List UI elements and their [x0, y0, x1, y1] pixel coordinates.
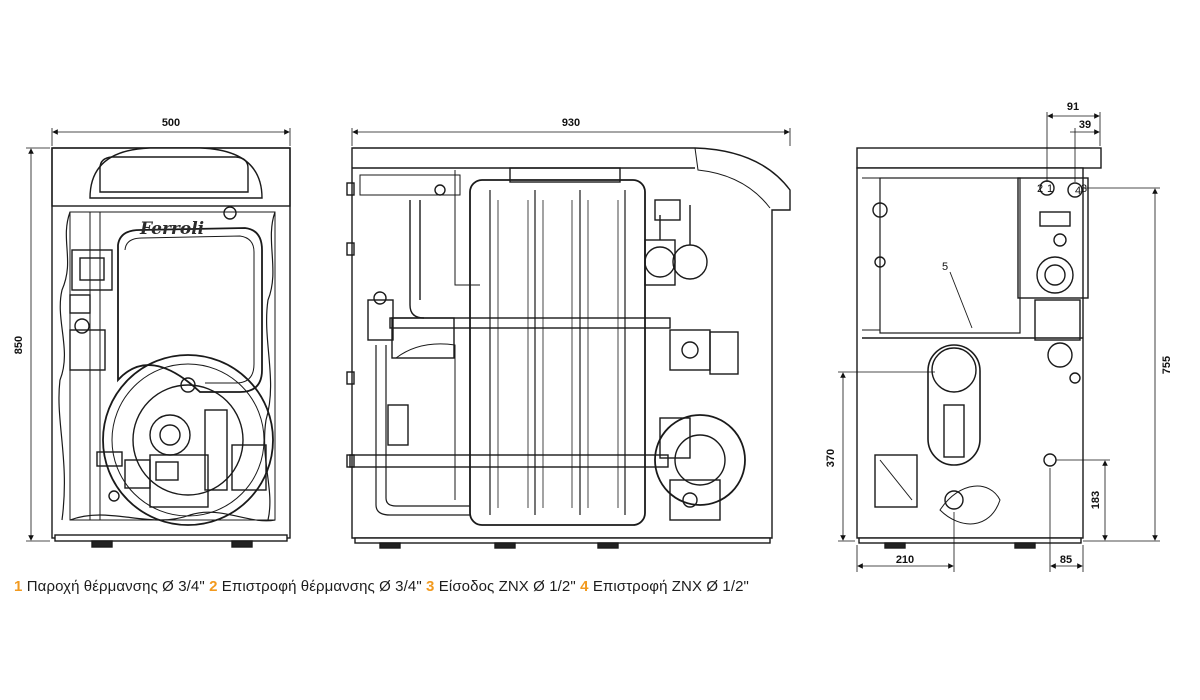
legend-text-1: Παροχή θέρμανσης Ø 3/4"	[26, 578, 205, 595]
dim-rear-bottom-right-width: 85	[1060, 554, 1072, 566]
dim-rear-bottom-left-width: 210	[896, 554, 914, 566]
side-dimensions	[351, 128, 791, 146]
legend-text-2: Επιστροφή θέρμανσης Ø 3/4"	[221, 578, 422, 595]
brand-logo: Ferroli	[139, 219, 204, 239]
dim-rear-height: 755	[1161, 356, 1173, 374]
front-dimensions	[26, 128, 291, 542]
callout-2: 2	[1037, 183, 1043, 195]
callout-1: 1	[1047, 183, 1053, 195]
legend-number-1: 1	[14, 578, 23, 595]
dim-front-height: 850	[13, 336, 25, 354]
dim-side-width: 930	[562, 117, 580, 129]
connection-legend: 1 Παροχή θέρμανσης Ø 3/4" 2 Επιστροφή θέ…	[14, 578, 749, 595]
callout-5: 5	[942, 261, 948, 273]
callout-3: 3	[1081, 183, 1087, 195]
side-view	[346, 147, 791, 549]
front-view	[51, 147, 291, 548]
dim-rear-top-inner: 39	[1079, 119, 1091, 131]
rear-view	[856, 147, 1102, 549]
dim-rear-left-height: 370	[825, 449, 837, 467]
legend-number-2: 2	[209, 578, 218, 595]
legend-number-3: 3	[426, 578, 435, 595]
rear-dimensions	[838, 112, 1160, 572]
dim-rear-top-outer: 91	[1067, 101, 1079, 113]
callout-4: 4	[1075, 185, 1081, 197]
legend-text-4: Επιστροφή ΖΝΧ Ø 1/2"	[592, 578, 749, 595]
dim-rear-bottom-right-height: 183	[1090, 491, 1102, 509]
legend-number-4: 4	[580, 578, 589, 595]
dim-front-width: 500	[162, 117, 180, 129]
legend-text-3: Είσοδος ΖΝΧ Ø 1/2"	[438, 578, 576, 595]
